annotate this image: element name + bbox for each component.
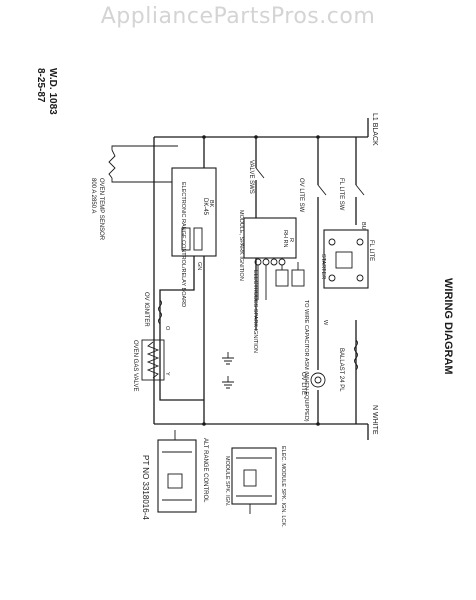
- wire-tag-bk: BK: [208, 200, 214, 208]
- ground-symbol-2: [222, 376, 234, 389]
- part-number: PT NO 3318016-4: [141, 455, 150, 520]
- range-control-box: [157, 439, 197, 513]
- oven-temp-sensor-label: OVEN TEMP SENSOR: [98, 178, 104, 241]
- fl-lite-tube: [323, 229, 369, 289]
- range-control-wires: [162, 430, 192, 501]
- spark-module-label: MODULE, SPARK IGNITION: [238, 210, 244, 281]
- valve-sws-label: VALVE SWS: [248, 160, 254, 194]
- elec-module-box: [231, 447, 277, 505]
- spark-module-box: [243, 217, 297, 259]
- ov-lite-label: OV LITE: [300, 372, 306, 395]
- ov-lite-bulb: [310, 372, 326, 388]
- valve-sws-switch: [255, 167, 265, 179]
- junction-dot-2: [254, 135, 258, 139]
- electrodes-label: ELECTRODES SPARK IGNITION: [252, 270, 258, 353]
- sensor-lead-wires: [111, 145, 178, 183]
- oven-gas-valve-coil: [146, 341, 160, 379]
- spark-terminal-2: [262, 258, 270, 266]
- range-control-label: ALT RANGE CONTROL: [202, 438, 208, 503]
- spark-terminal-4: [278, 258, 286, 266]
- junction-dot-3: [316, 135, 320, 139]
- ground-symbol-1: [222, 352, 234, 365]
- diagram-title: WIRING DIAGRAM: [442, 278, 454, 375]
- sensor-rating-label: 800 A 2850 A: [90, 178, 96, 213]
- ov-igniter-coil: [158, 299, 162, 325]
- junction-dot-4: [202, 422, 206, 426]
- fl-pin-1: [328, 238, 336, 246]
- ov-lite-filament: [314, 376, 322, 384]
- elec-module-relay: [243, 469, 257, 487]
- wire-tag-bu: BU: [360, 222, 366, 230]
- doc-number: W.D. 1083: [47, 68, 58, 115]
- wire-tag-o: O: [164, 326, 170, 331]
- wire-tag-w: W: [322, 320, 328, 326]
- junction-dot-1: [202, 135, 206, 139]
- igniter-feed-wire: [159, 256, 204, 401]
- starter-box: [335, 251, 353, 269]
- l1-label: L1 BLACK: [371, 113, 378, 146]
- junction-dot-5: [316, 422, 320, 426]
- sensor-resistor: [108, 149, 116, 179]
- capacitor-label: TO WIRE CAPACITOR ASM (WHEN EQUIPPED): [303, 300, 309, 422]
- doc-date: 8-25-87: [35, 68, 46, 103]
- fl-lite-label: FL LITE: [368, 240, 374, 261]
- fl-pin-3: [328, 274, 336, 282]
- spark-terminal-3: [270, 258, 278, 266]
- wire-tag-r: R: [288, 238, 294, 242]
- relay-board-terminal-b: [181, 227, 191, 251]
- rh-rn-label: RH RN: [282, 230, 288, 247]
- oven-gas-valve-label: OVEN GAS VALVE: [132, 340, 138, 391]
- elec-module-label: ELEC. MODULE SPK. IGN. LCK.: [280, 446, 286, 528]
- oven-gas-valve-box: [141, 339, 165, 381]
- module-sw-label: MODULE SPK. IGN.: [224, 456, 230, 507]
- relay-board-terminal-a: [193, 227, 203, 251]
- electrode-wires: [257, 262, 299, 300]
- ov-lite-sw-label: OV LITE SW: [298, 178, 304, 213]
- capacitor-box: [291, 269, 305, 287]
- fl-lite-switch: [355, 184, 365, 196]
- fl-pin-2: [356, 238, 364, 246]
- elec-module-wires: [236, 457, 272, 514]
- fl-pin-4: [356, 274, 364, 282]
- ov-lite-switch: [317, 184, 327, 196]
- ov-igniter-label: OV IGNITER: [143, 292, 149, 327]
- ballast-label: BALLAST 24 PL: [338, 348, 344, 392]
- electrode-box: [275, 269, 289, 287]
- relay-board-id: DK-45: [202, 198, 208, 216]
- ballast-coil: [354, 339, 358, 371]
- watermark-text: AppliancePartsPros.com: [100, 4, 376, 29]
- fl-lite-sw-label: FL LITE SW: [338, 178, 344, 211]
- range-control-relay: [167, 473, 183, 489]
- wire-tag-y: Y: [164, 372, 170, 376]
- relay-board-label: ELECTRONIC RANGE CONTROL/RELAY BOARD: [180, 182, 186, 307]
- n-label: N WHITE: [371, 405, 378, 435]
- starter-label: STARTER: [320, 254, 326, 279]
- wire-tag-gn: GN: [196, 262, 202, 270]
